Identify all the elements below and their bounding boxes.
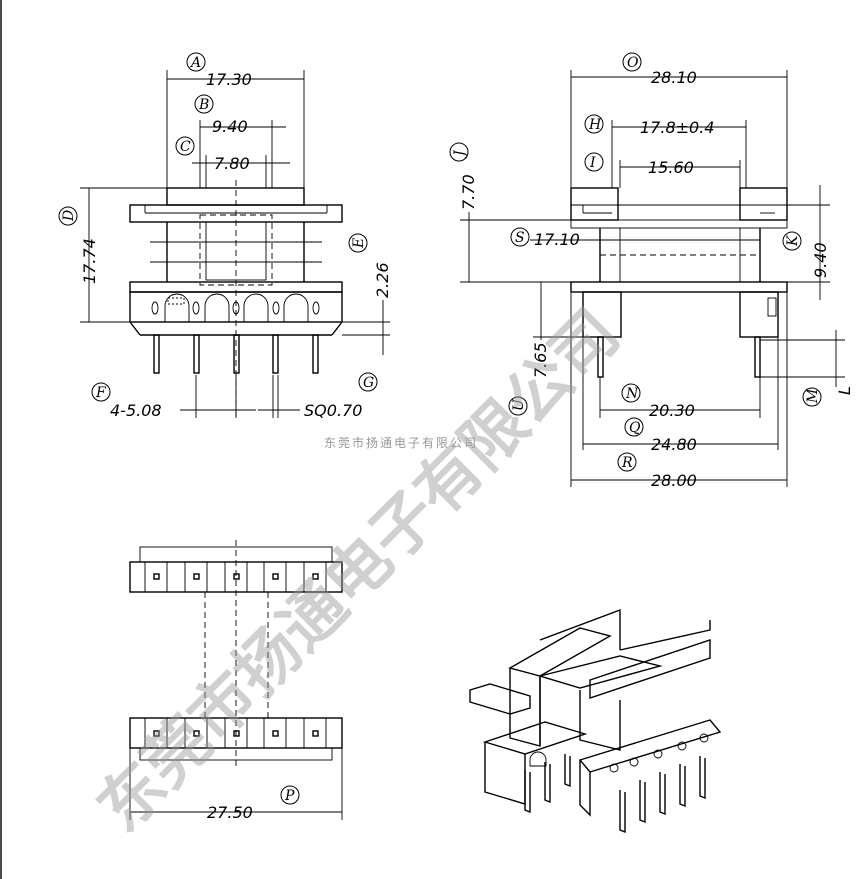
bottom-dimensions: P 27.50 xyxy=(129,748,343,822)
label-S: S xyxy=(515,230,525,246)
dim-S: 17.10 xyxy=(534,230,580,249)
dim-B: 9.40 xyxy=(212,117,248,136)
dim-I: 15.60 xyxy=(648,158,694,177)
label-M: M xyxy=(805,388,821,404)
dim-K: 9.40 xyxy=(811,242,830,278)
label-R: R xyxy=(621,455,633,471)
label-A: A xyxy=(189,55,201,71)
label-C: C xyxy=(180,139,191,155)
front-dimensions: A 17.30 B 9.40 C 7.80 D 17.74 E 2.26 xyxy=(58,52,392,420)
front-view xyxy=(129,180,343,420)
label-G: G xyxy=(363,375,374,391)
label-F: F xyxy=(95,385,107,401)
dim-G: SQ0.70 xyxy=(304,401,362,420)
isometric-view xyxy=(469,608,722,834)
label-B: B xyxy=(198,97,209,113)
label-E: E xyxy=(351,238,367,249)
dim-J: 7.70 xyxy=(459,174,478,210)
dim-U: 7.65 xyxy=(531,342,550,378)
label-H: H xyxy=(588,117,602,133)
company-name: 东莞市扬通电子有限公司 xyxy=(324,435,478,450)
label-Q: Q xyxy=(629,420,641,436)
dim-A: 17.30 xyxy=(206,70,252,89)
dim-Q: 24.80 xyxy=(651,435,697,454)
label-O: O xyxy=(627,55,639,71)
dim-H: 17.8±0.4 xyxy=(640,118,714,137)
label-J: J xyxy=(452,149,468,159)
label-P: P xyxy=(284,788,295,804)
label-K: K xyxy=(785,234,801,247)
dim-L: L xyxy=(835,386,854,395)
dim-N: 20.30 xyxy=(649,401,695,420)
side-dimensions: O 28.10 H 17.8±0.4 I 15.60 J 7.70 S 17.1… xyxy=(449,52,854,490)
label-I: I xyxy=(589,155,596,171)
dim-D: 17.74 xyxy=(80,238,99,284)
bottom-view xyxy=(129,540,343,770)
side-view xyxy=(570,187,788,378)
watermark-text: 东莞市扬通电子有限公司 xyxy=(84,296,634,846)
dim-O: 28.10 xyxy=(651,68,697,87)
dim-F: 4-5.08 xyxy=(110,401,162,420)
dim-R: 28.00 xyxy=(651,471,697,490)
label-U: U xyxy=(511,398,527,411)
label-D: D xyxy=(61,210,77,222)
label-N: N xyxy=(625,386,639,402)
dim-E: 2.26 xyxy=(373,262,392,298)
dim-P: 27.50 xyxy=(207,803,253,822)
dim-C: 7.80 xyxy=(214,154,250,173)
